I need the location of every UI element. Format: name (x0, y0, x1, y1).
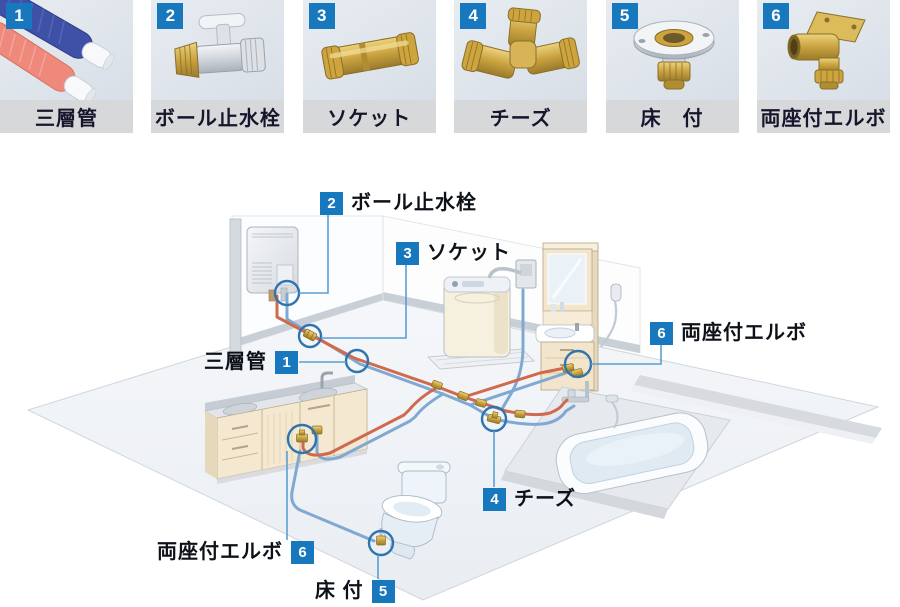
hand-shower (610, 283, 622, 302)
part-label: ボール止水栓 (151, 100, 285, 133)
tee-fitting-small (514, 409, 526, 419)
leader-ball-valve (299, 215, 329, 294)
part-label: チーズ (454, 100, 588, 133)
part-number-badge: 5 (611, 3, 638, 29)
legend-card-floor-mount: 5 床 付 (605, 0, 739, 133)
callout-circle-socket (297, 323, 323, 349)
diagram-label-pipe: 三層管 1 (204, 351, 298, 374)
part-number-badge: 1 (6, 3, 32, 29)
diagram-label-floor-mount: 床 付 5 (315, 580, 395, 603)
bath-area (501, 381, 731, 519)
part-number-badge: 2 (320, 192, 343, 215)
leader-vanity-elbow (591, 344, 662, 365)
water-heater (246, 226, 299, 302)
legend-card-ball-valve: 2 ボール止水栓 (151, 0, 285, 133)
washer-hose (487, 266, 522, 279)
pipe-cold-toilet-branch (290, 449, 376, 543)
part-number-badge: 3 (308, 3, 335, 29)
part-number-badge: 5 (371, 580, 395, 603)
leader-socket (321, 265, 407, 339)
legend-card-socket: 3 ソケット (302, 0, 436, 133)
wall-faucet-box (487, 259, 537, 289)
legend-card-tee: 4 (454, 0, 588, 133)
installation-diagram (0, 157, 900, 607)
toilet-floor-fitting (376, 528, 386, 546)
floor-mount-fitting-icon (605, 0, 739, 100)
part-label: 三層管 (0, 100, 133, 133)
kitchen-faucet (320, 371, 333, 389)
diagram-label-kitchen-elbow: 両座付エルボ 6 (157, 541, 314, 564)
part-label: ソケット (302, 100, 436, 133)
tee-fitting-small (457, 391, 469, 401)
diagram-label-text: ボール止水栓 (351, 192, 477, 214)
diagram-label-text: 三層管 (204, 351, 267, 373)
part-number-badge: 6 (762, 3, 789, 29)
callout-circle-kitchen-elbow (286, 423, 318, 455)
bath-faucet (561, 381, 619, 429)
diagram-label-text: ソケット (427, 242, 511, 264)
tee-fitting-small (431, 380, 443, 390)
callout-circle-floor-mount (367, 529, 395, 557)
diagram-label-socket: 3 ソケット (396, 242, 511, 265)
diagram-label-text: 床 付 (315, 580, 364, 602)
parts-legend-row: 1 三層管 (0, 0, 890, 133)
part-number-badge: 1 (275, 351, 298, 374)
pipe-cold-main (285, 292, 576, 426)
insulated-pipes-icon (0, 0, 133, 100)
circled-tee-fitting (486, 411, 502, 425)
part-label: 両座付エルボ (756, 100, 890, 133)
part-number-badge: 6 (291, 541, 314, 564)
bathroom-edge-shadow (630, 385, 876, 444)
callout-circle-pipe (344, 348, 370, 374)
wall-post (229, 218, 242, 370)
diagram-label-tee: 4 チーズ (483, 488, 576, 511)
part-number-badge: 6 (650, 322, 673, 345)
tee-fitting-small (475, 398, 487, 408)
part-label: 床 付 (605, 100, 739, 133)
diagram-label-text: チーズ (514, 488, 576, 510)
washing-machine (426, 276, 536, 370)
legend-card-pipe: 1 三層管 (0, 0, 133, 133)
part-number-badge: 3 (396, 242, 419, 265)
diagram-label-vanity-elbow: 6 両座付エルボ (650, 322, 807, 345)
pipe-cold-vanity-branch (468, 369, 574, 407)
diagram-label-text: 両座付エルボ (157, 541, 283, 563)
part-number-badge: 2 (157, 3, 184, 29)
part-number-badge: 4 (483, 488, 506, 511)
brass-fittings (296, 328, 584, 546)
part-number-badge: 4 (460, 3, 487, 29)
kitchen-elbow-fitting (296, 429, 308, 443)
diagram-label-text: 両座付エルボ (681, 322, 807, 344)
toilet (381, 461, 451, 560)
diagram-label-ball-valve: 2 ボール止水栓 (320, 192, 477, 215)
socket-fitting (303, 328, 317, 342)
pipe-hot-vanity-branch (462, 365, 572, 399)
legend-card-seat-elbow: 6 両座付エルボ (756, 0, 890, 133)
bathtub (555, 412, 709, 495)
ball-stop-valve-icon (151, 0, 285, 100)
bathroom-edge-band (634, 375, 882, 438)
